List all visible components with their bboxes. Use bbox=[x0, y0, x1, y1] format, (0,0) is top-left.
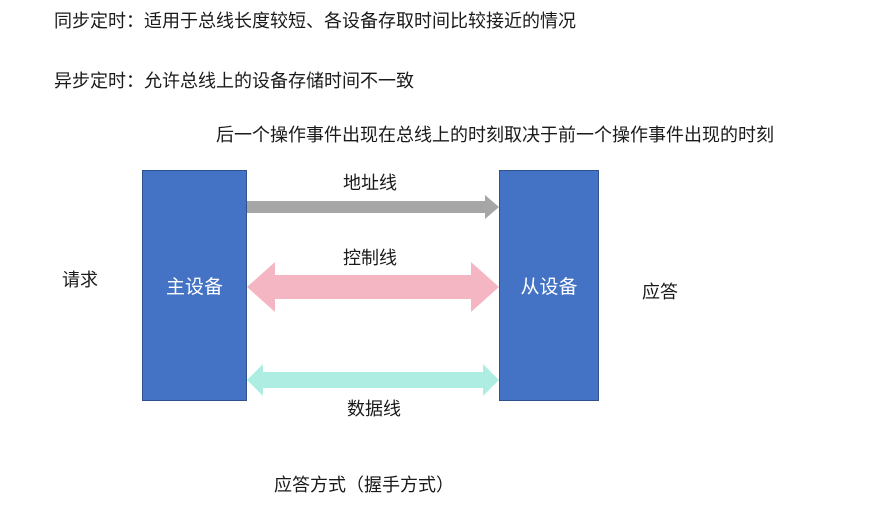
slave-device-label: 从设备 bbox=[520, 276, 578, 298]
request-label: 请求 bbox=[62, 270, 98, 291]
data-bus-arrow bbox=[247, 364, 499, 396]
response-label: 应答 bbox=[642, 282, 678, 303]
slave-device-box: 从设备 bbox=[499, 170, 599, 401]
sync-timing-line: 同步定时：适用于总线长度较短、各设备存取时间比较接近的情况 bbox=[54, 11, 576, 32]
address-bus-arrow bbox=[247, 195, 499, 219]
async-timing-line: 异步定时：允许总线上的设备存储时间不一致 bbox=[54, 71, 414, 92]
control-bus-arrow bbox=[247, 262, 499, 312]
address-bus-label: 地址线 bbox=[343, 173, 397, 194]
control-bus-label: 控制线 bbox=[343, 248, 397, 269]
async-note-line: 后一个操作事件出现在总线上的时刻取决于前一个操作事件出现的时刻 bbox=[216, 125, 774, 146]
master-device-label: 主设备 bbox=[165, 276, 223, 298]
master-device-box: 主设备 bbox=[142, 170, 247, 401]
data-bus-label: 数据线 bbox=[347, 399, 401, 420]
diagram-caption: 应答方式（握手方式） bbox=[274, 475, 454, 496]
